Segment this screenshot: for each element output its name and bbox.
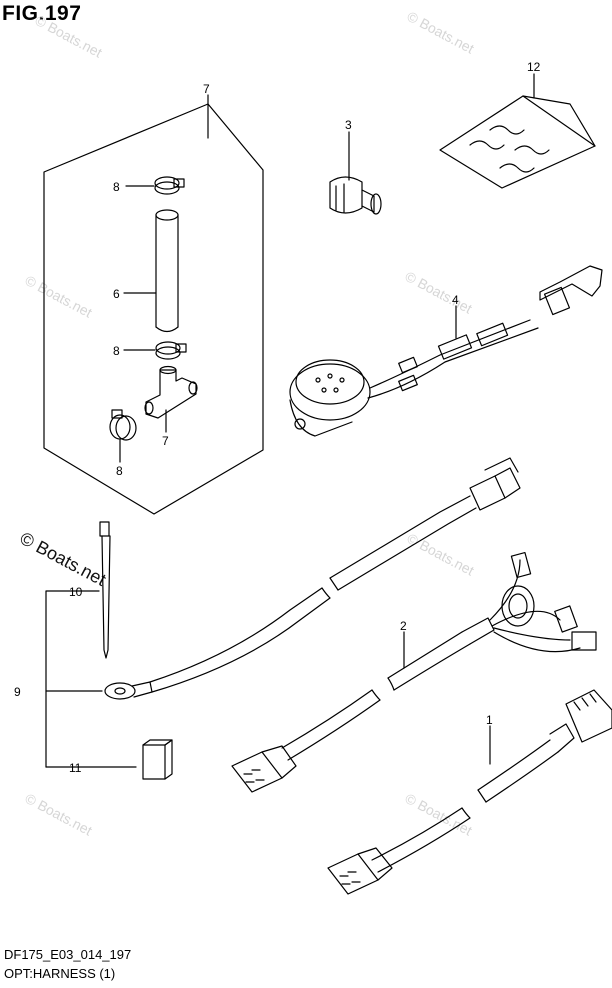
harness-1 — [327, 689, 612, 895]
callout-5: 7 — [203, 82, 210, 96]
sleeve — [476, 322, 509, 347]
leader-10-11 — [45, 590, 100, 768]
hose — [155, 209, 179, 333]
ring-terminal-cable — [104, 495, 477, 700]
hose-clamp — [109, 409, 137, 441]
parts-bag — [439, 95, 596, 189]
callout-8: 8 — [113, 344, 120, 358]
sleeve — [398, 356, 418, 374]
callout-9: 9 — [14, 685, 21, 699]
callout-8: 8 — [113, 180, 120, 194]
callout-11: 11 — [69, 761, 82, 775]
callout-6: 6 — [113, 287, 120, 301]
sleeve — [398, 374, 418, 392]
callout-4: 4 — [452, 293, 459, 307]
hose-clamp — [155, 341, 187, 360]
callout-2: 2 — [400, 619, 407, 633]
figure-title: FIG.197 — [2, 2, 82, 25]
kit-outline — [43, 103, 264, 515]
hose-clamp — [154, 176, 185, 195]
callout-10: 10 — [69, 585, 83, 599]
figure-code: DF175_E03_014_197 — [4, 947, 132, 962]
wire — [367, 327, 539, 399]
figure-caption: OPT:HARNESS (1) — [4, 966, 116, 981]
callout-7: 7 — [162, 434, 169, 448]
t-joint — [144, 365, 198, 419]
cable-tie — [99, 521, 111, 659]
harness-2 — [231, 551, 597, 793]
connector — [469, 457, 521, 511]
callout-8: 8 — [116, 464, 123, 478]
callout-1: 1 — [486, 713, 493, 727]
plug — [329, 176, 382, 215]
callout-12: 12 — [527, 60, 541, 74]
callout-3: 3 — [345, 118, 352, 132]
connector — [539, 265, 603, 316]
buzzer — [289, 359, 371, 437]
sleeve — [437, 334, 473, 360]
fuse — [142, 739, 173, 780]
